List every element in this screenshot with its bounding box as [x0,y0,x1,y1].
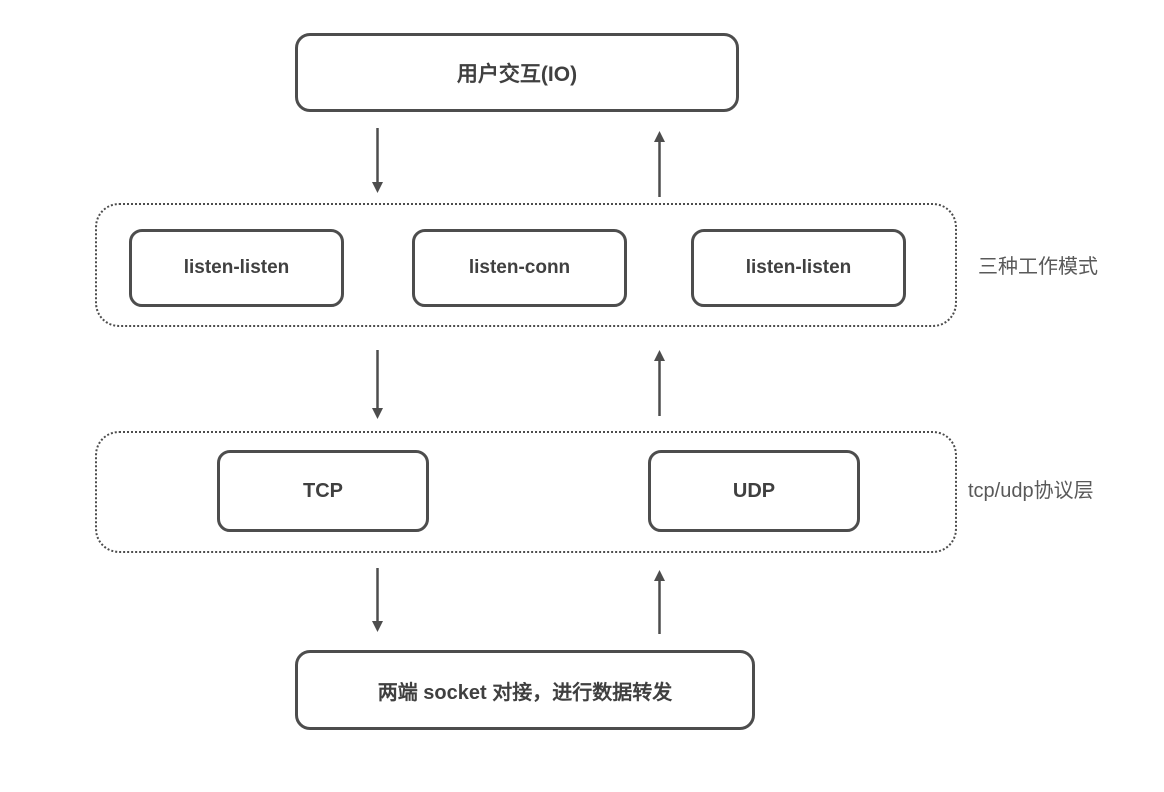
group-work-modes: listen-listen listen-conn listen-listen [95,203,957,327]
node-user-io-label: 用户交互(IO) [456,62,578,86]
node-tcp-label: TCP [303,479,343,502]
node-user-io: 用户交互(IO) [295,33,739,112]
node-udp: UDP [648,450,860,532]
node-listen-listen-2: listen-listen [691,229,906,307]
node-tcp: TCP [217,450,429,532]
group-work-modes-label: 三种工作模式 [978,256,1098,278]
node-listen-conn-label: listen-conn [468,257,571,278]
node-socket-forward-label: 两端 socket 对接，进行数据转发 [377,681,673,704]
node-listen-listen-1: listen-listen [129,229,344,307]
node-listen-listen-2-label: listen-listen [745,257,852,278]
node-listen-conn: listen-conn [412,229,627,307]
group-tcp-udp: TCP UDP [95,431,957,553]
group-tcp-udp-label: tcp/udp协议层 [968,480,1094,502]
node-listen-listen-1-label: listen-listen [183,257,290,278]
node-socket-forward: 两端 socket 对接，进行数据转发 [295,650,755,730]
node-udp-label: UDP [732,479,776,502]
